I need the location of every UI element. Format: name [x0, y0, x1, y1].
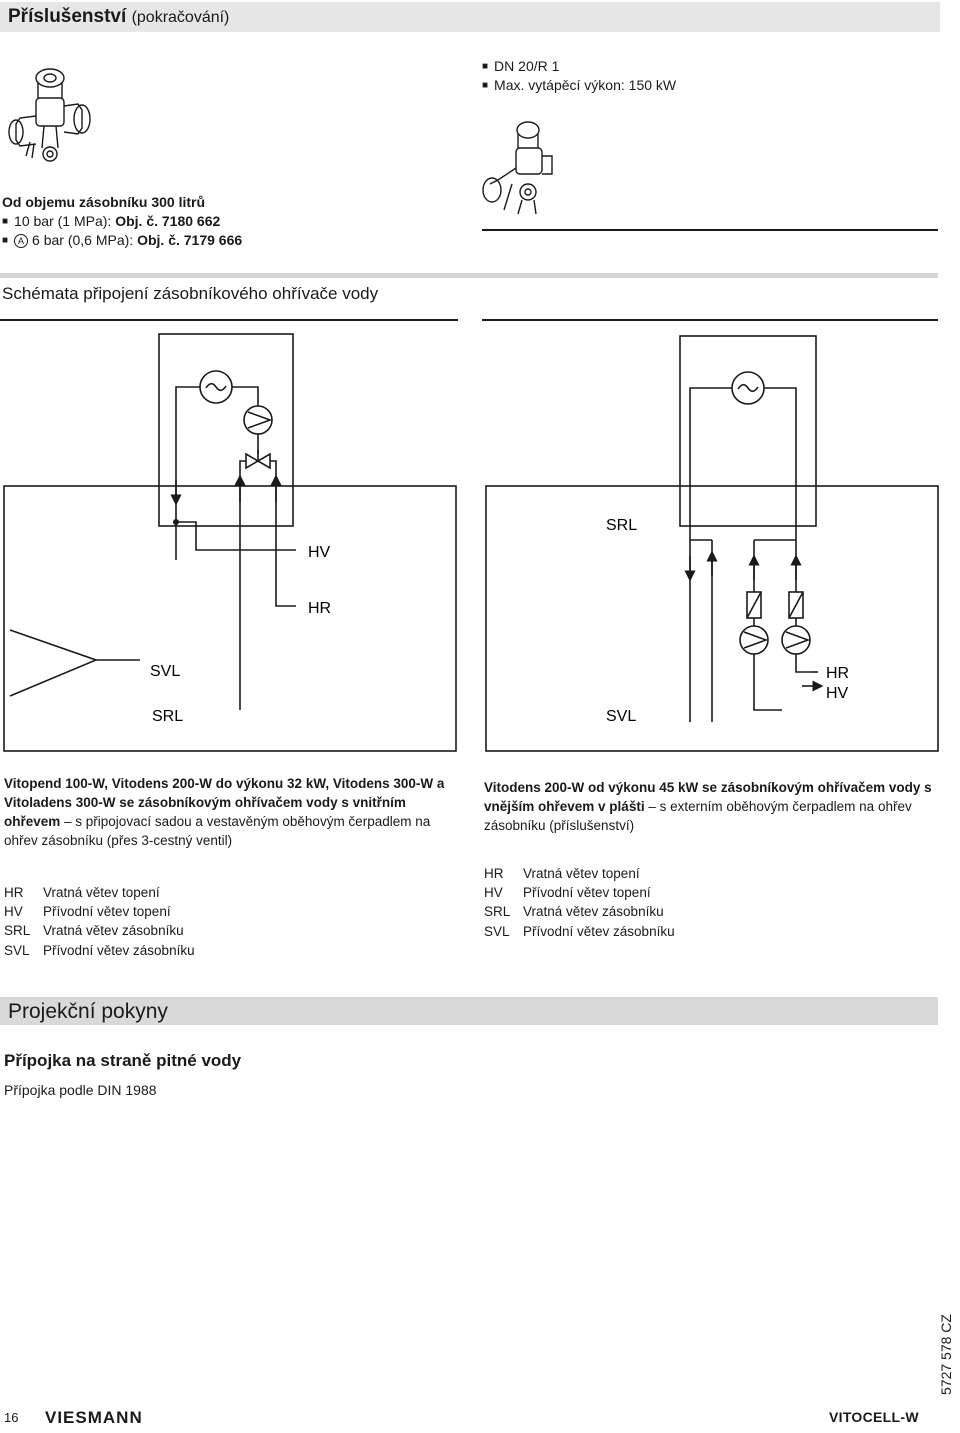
label-srl: SRL — [606, 517, 637, 534]
divider — [0, 273, 938, 278]
divider — [0, 319, 458, 321]
pressure-6-bar: 6 bar (0,6 MPa): — [32, 232, 138, 248]
heating-coil-icon — [9, 629, 99, 697]
label-hr: HR — [308, 600, 331, 617]
section-bar — [0, 997, 938, 1025]
marker-a-icon: A — [14, 234, 29, 248]
schemes-title: Schémata připojení zásobníkového ohřívač… — [2, 284, 379, 303]
label-hv: HV — [826, 685, 849, 702]
page-number: 16 — [4, 1410, 19, 1425]
brand-logo: VIESMANN — [45, 1408, 143, 1427]
document-number: 5727 578 CZ — [938, 1314, 954, 1395]
pump-icon — [247, 411, 273, 429]
caption-left-bold: Vitopend 100-W, Vitodens 200-W do výkonu… — [4, 776, 445, 829]
check-valve-fitting-icon — [482, 121, 553, 215]
label-srl: SRL — [152, 708, 183, 725]
caption-right-bold: Vitodens 200-W od výkonu 45 kW se zásobn… — [484, 780, 932, 814]
accessory-left-line2: A6 bar (0,6 MPa): Obj. č. 7179 666 — [2, 231, 242, 253]
diagram-internal-heating: HV HR SVL SRL — [3, 333, 457, 752]
caption-right-text: – s externím oběhovým čerpadlem na ohřev… — [484, 799, 912, 833]
pressure-10-bar: 10 bar (1 MPa): — [14, 213, 116, 229]
label-hr: HR — [826, 665, 849, 682]
tank-outline — [3, 485, 457, 752]
max-heating-output: Max. vytápěcí výkon: 150 kW — [494, 77, 677, 93]
accessory-left-heading: Od objemu zásobníku 300 litrů — [2, 194, 206, 210]
pump-icon — [743, 631, 769, 649]
accessory-right-line2: Max. vytápěcí výkon: 150 kW — [482, 76, 676, 98]
diagram-external-heating: SRL SVL HR HV — [485, 335, 939, 752]
label-svl: SVL — [150, 663, 180, 680]
label-svl: SVL — [606, 708, 636, 725]
heat-exchanger-icon — [205, 382, 227, 392]
boiler-outline — [679, 335, 817, 527]
caption-left-text: – s připojovací sadou a vestavěným oběho… — [4, 814, 431, 848]
product-name: VITOCELL-W — [829, 1409, 919, 1425]
section-subtitle: Přípojka na straně pitné vody — [4, 1051, 242, 1070]
nominal-diameter: DN 20/R 1 — [494, 58, 560, 74]
boiler-outline — [158, 333, 294, 527]
order-number-10-bar: Obj. č. 7180 662 — [115, 213, 221, 229]
safety-valve-group-icon — [8, 68, 91, 162]
section-title: Projekční pokyny — [8, 1000, 168, 1023]
divider — [482, 319, 938, 321]
accessory-left-line1: 10 bar (1 MPa): Obj. č. 7180 662 — [2, 212, 220, 234]
pump-icon — [785, 631, 811, 649]
tank-outline — [485, 485, 939, 752]
label-hv: HV — [308, 544, 331, 561]
divider — [482, 229, 938, 231]
three-way-valve-icon — [245, 452, 271, 470]
section-text: Přípojka podle DIN 1988 — [4, 1082, 157, 1098]
heat-exchanger-icon — [737, 383, 759, 393]
accessory-right-line1: DN 20/R 1 — [482, 57, 559, 79]
page-header-title: Příslušenství (pokračování) — [8, 6, 229, 28]
order-number-6-bar: Obj. č. 7179 666 — [137, 232, 243, 248]
header-title: Příslušenství — [8, 6, 127, 27]
caption-right: Vitodens 200-W od výkonu 45 kW se zásobn… — [484, 778, 940, 835]
caption-left: Vitopend 100-W, Vitodens 200-W do výkonu… — [4, 774, 459, 850]
header-bar — [0, 2, 940, 32]
header-continued: (pokračování) — [131, 9, 230, 26]
